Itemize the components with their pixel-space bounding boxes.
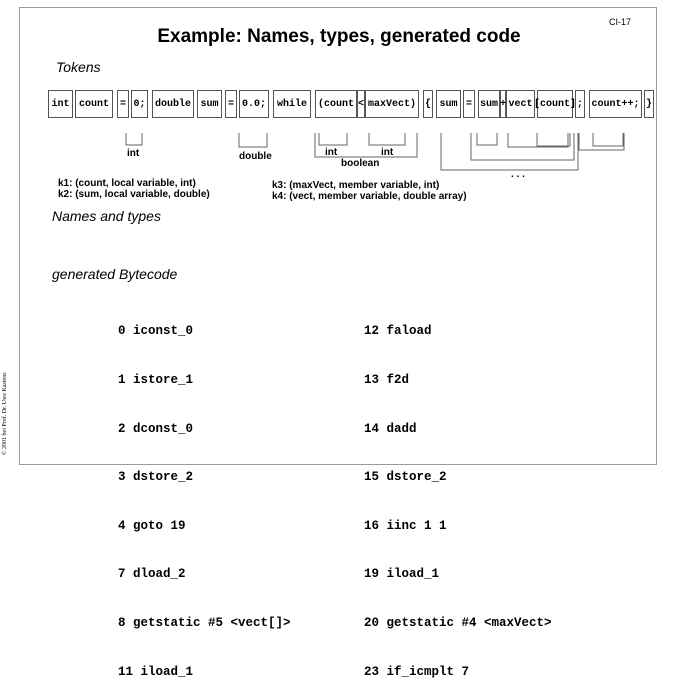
token: vect (506, 90, 535, 118)
token: = (117, 90, 129, 118)
bytecode-line: 12 faload (364, 324, 432, 339)
bytecode-right-column: 12 faload 13 f2d 14 dadd 15 dstore_2 16 … (364, 291, 552, 696)
key-k3: k3: (maxVect, member variable, int) (272, 180, 440, 191)
section-names-types: Names and types (52, 208, 161, 224)
section-bytecode: generated Bytecode (52, 266, 178, 282)
bytecode-line: 3 dstore_2 (118, 470, 194, 485)
bytecode-line: 11 iload_1 (118, 664, 194, 679)
page-title: Example: Names, types, generated code (157, 26, 521, 47)
bytecode-line: 14 dadd (364, 421, 417, 436)
bytecode-left-column: 0 iconst_0 1 istore_1 2 dconst_0 3 dstor… (118, 291, 291, 696)
token: (count (315, 90, 357, 118)
token: sum (436, 90, 461, 118)
token: } (644, 90, 654, 118)
bytecode-line: 0 iconst_0 (118, 324, 194, 339)
bytecode-line: 15 dstore_2 (364, 470, 447, 485)
key-k2: k2: (sum, local variable, double) (58, 189, 210, 200)
bytecode-line: 7 dload_2 (118, 567, 186, 582)
token: maxVect) (365, 90, 419, 118)
section-tokens: Tokens (56, 59, 101, 75)
token: sum (197, 90, 222, 118)
key-k4: k4: (vect, member variable, double array… (272, 191, 467, 202)
type-label-int: int (127, 148, 140, 159)
bytecode-line: 20 getstatic #4 <maxVect> (364, 616, 552, 631)
token: ; (575, 90, 585, 118)
token: + (500, 90, 506, 118)
type-label-int-count: int (325, 147, 338, 158)
bytecode-line: 2 dconst_0 (118, 421, 194, 436)
slide-id: CI-17 (609, 17, 632, 27)
token: sum (478, 90, 500, 118)
type-label-boolean: boolean (341, 158, 380, 169)
bytecode-line: 23 if_icmplt 7 (364, 664, 470, 679)
token: { (423, 90, 433, 118)
token: 0.0; (239, 90, 269, 118)
token: [count] (534, 90, 576, 118)
slide-frame (19, 7, 657, 465)
syntax-tree-lines (125, 133, 625, 171)
token: count (75, 90, 113, 118)
type-label-double: double (239, 151, 272, 162)
key-k1: k1: (count, local variable, int) (58, 178, 196, 189)
token: double (152, 90, 194, 118)
type-label-int-maxvect: int (381, 147, 394, 158)
token: = (463, 90, 475, 118)
bytecode-line: 8 getstatic #5 <vect[]> (118, 616, 291, 631)
token: while (273, 90, 311, 118)
bytecode-line: 1 istore_1 (118, 373, 194, 388)
bytecode-line: 4 goto 19 (118, 518, 186, 533)
bytecode-line: 19 iload_1 (364, 567, 440, 582)
bytecode-line: 13 f2d (364, 373, 410, 388)
ellipsis: . . . (511, 169, 525, 180)
token: count++; (589, 90, 642, 118)
bytecode-line: 16 iinc 1 1 (364, 518, 447, 533)
token: < (357, 90, 365, 118)
token: = (225, 90, 237, 118)
token: 0; (131, 90, 148, 118)
token: int (48, 90, 73, 118)
